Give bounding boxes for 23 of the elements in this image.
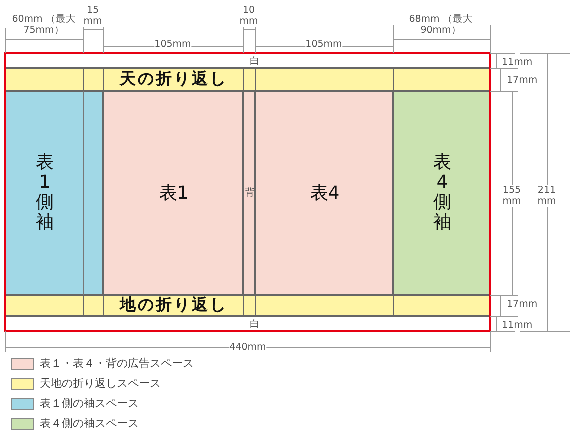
margin-band: 白 [5, 316, 490, 331]
dimension-label: 15 mm [82, 5, 104, 27]
dimension-label: 440mm [230, 342, 266, 353]
flap-panel: 表1側袖 [5, 91, 103, 295]
dimension-label: 17mm [507, 75, 538, 86]
margin-band: 白 [5, 53, 490, 68]
dimension-label: 11mm [502, 57, 533, 68]
fold-band: 天の折り返し [5, 68, 490, 91]
cover-panel: 表1 [103, 91, 243, 295]
dimension-label: 105mm [154, 39, 192, 50]
dimension-label: 211 mm [536, 185, 558, 207]
dimension-label: 10 mm [238, 5, 260, 27]
dimension-label: 155 mm [501, 185, 523, 207]
legend-label: 天地の折り返しスペース [40, 376, 161, 391]
cover-panel: 表4 [255, 91, 393, 295]
legend-label: 表１側の袖スペース [40, 396, 139, 411]
dimension-label: 105mm [306, 39, 342, 50]
dimension-label: 11mm [502, 320, 533, 331]
flap-panel: 表4側袖 [393, 91, 490, 295]
fold-band: 地の折り返し [5, 295, 490, 316]
legend-label: 表４側の袖スペース [40, 416, 139, 431]
dimension-label: 17mm [507, 299, 538, 310]
legend-label: 表１・表４・背の広告スペース [40, 356, 194, 371]
